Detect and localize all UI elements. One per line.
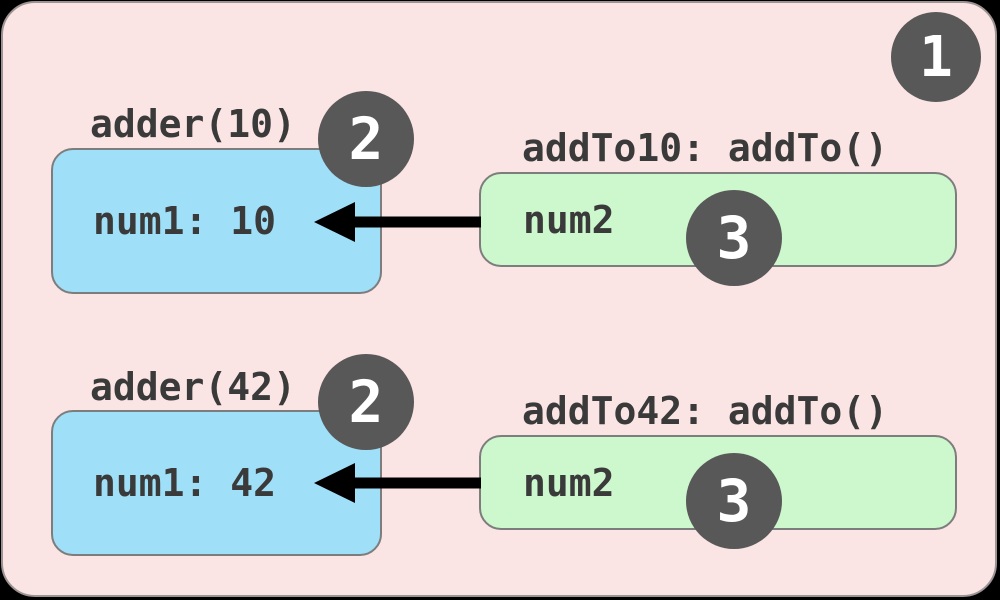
reference-arrow-row2 (314, 463, 481, 503)
function-scope-label-adder42: adder(42) (90, 365, 296, 409)
scope-variable-num1-42: num1: 42 (93, 461, 277, 505)
step-badge-scope-row1-number: 2 (348, 105, 384, 173)
step-badge-scope-row2: 2 (318, 354, 414, 450)
scope-variable-num1-10: num1: 10 (93, 199, 277, 243)
function-scope-box-adder10: num1: 10 (51, 148, 382, 294)
step-badge-global-number: 1 (919, 24, 953, 90)
step-badge-scope-row2-number: 2 (348, 368, 384, 436)
step-badge-closure-row1-number: 3 (716, 204, 752, 272)
step-badge-scope-row1: 2 (318, 91, 414, 187)
closure-variable-num2-row1: num2 (523, 197, 615, 242)
function-scope-label-adder10: adder(10) (90, 102, 296, 146)
reference-arrow-row1 (314, 202, 481, 242)
closure-label-addto10: addTo10: addTo() (522, 126, 889, 170)
closure-label-addto42: addTo42: addTo() (522, 389, 889, 433)
closure-variable-num2-row2: num2 (523, 460, 615, 505)
step-badge-closure-row2-number: 3 (716, 467, 752, 535)
step-badge-global: 1 (891, 12, 981, 102)
step-badge-closure-row2: 3 (686, 453, 782, 549)
step-badge-closure-row1: 3 (686, 190, 782, 286)
